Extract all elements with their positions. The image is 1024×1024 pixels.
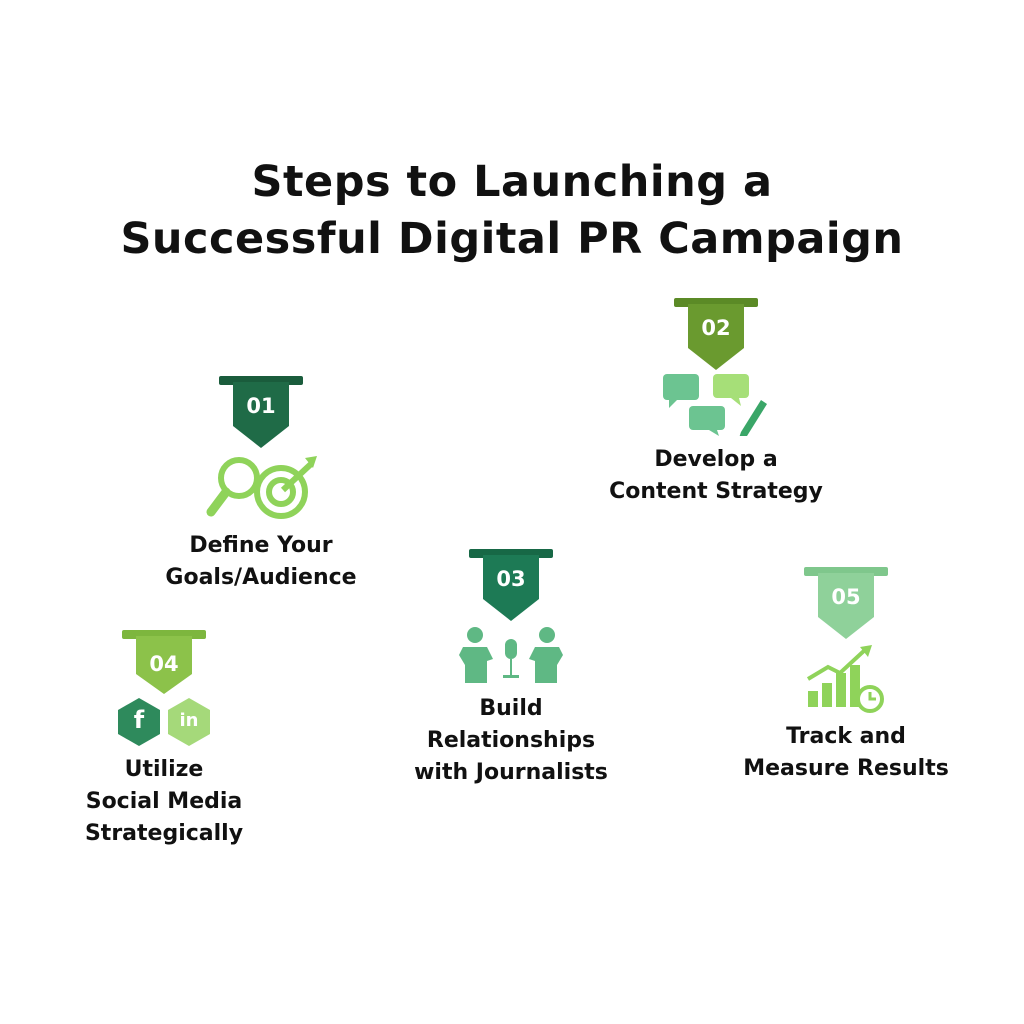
step-02: 02 Develop a Content Strategy	[566, 298, 866, 508]
step-label: Build Relationships with Journalists	[414, 696, 608, 785]
step-label: Develop a Content Strategy	[609, 447, 823, 504]
linkedin-icon: in	[179, 710, 199, 731]
step-badge: 03	[469, 549, 553, 625]
chat-bubbles-pen-icon	[663, 374, 767, 436]
step-badge: 05	[804, 567, 888, 643]
step-label: Utilize Social Media Strategically	[84, 757, 244, 846]
step-label: Track and Measure Results	[743, 724, 949, 781]
step-label: Define Your Goals/Audience	[165, 533, 357, 590]
step-badge: 02	[674, 298, 758, 374]
social-media-icon: f in	[114, 696, 214, 746]
magnifier-target-icon	[206, 456, 317, 519]
step-01: 01 Define Your Goals/Audience	[111, 376, 411, 594]
growth-chart-clock-icon	[806, 645, 884, 713]
step-03: 03 Build Relationships with Journalists	[361, 549, 661, 789]
step-badge: 01	[219, 376, 303, 452]
facebook-icon: f	[133, 706, 145, 734]
people-microphone-icon	[459, 627, 563, 683]
page-title: Steps to Launching a Successful Digital …	[120, 157, 904, 264]
step-04: 04 f in Utilize Social Media Strategical…	[14, 630, 314, 850]
step-05: 05 Track and Measure Results	[696, 567, 996, 785]
step-badge: 04	[122, 630, 206, 696]
